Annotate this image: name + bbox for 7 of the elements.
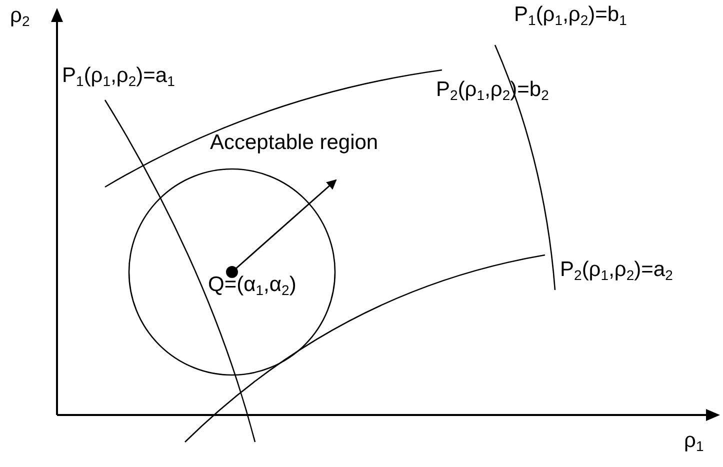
axis-label: ρ$_{2}$: [10, 3, 30, 28]
curve-label: P$_{2}$(ρ$_{1}$,ρ$_{2}$)=a$_{2}$: [560, 257, 673, 282]
point-label: Q=(α$_{1}$,α$_{2}$): [208, 272, 296, 298]
curve-label: P$_{1}$(ρ$_{1}$,ρ$_{2}$)=a$_{1}$: [62, 63, 175, 88]
axis-label: ρ$_{1}$: [684, 428, 704, 454]
curve-label: P$_{1}$(ρ$_{1}$,ρ$_{2}$)=b$_{1}$: [514, 2, 627, 28]
region-label: Acceptable region: [210, 130, 378, 156]
